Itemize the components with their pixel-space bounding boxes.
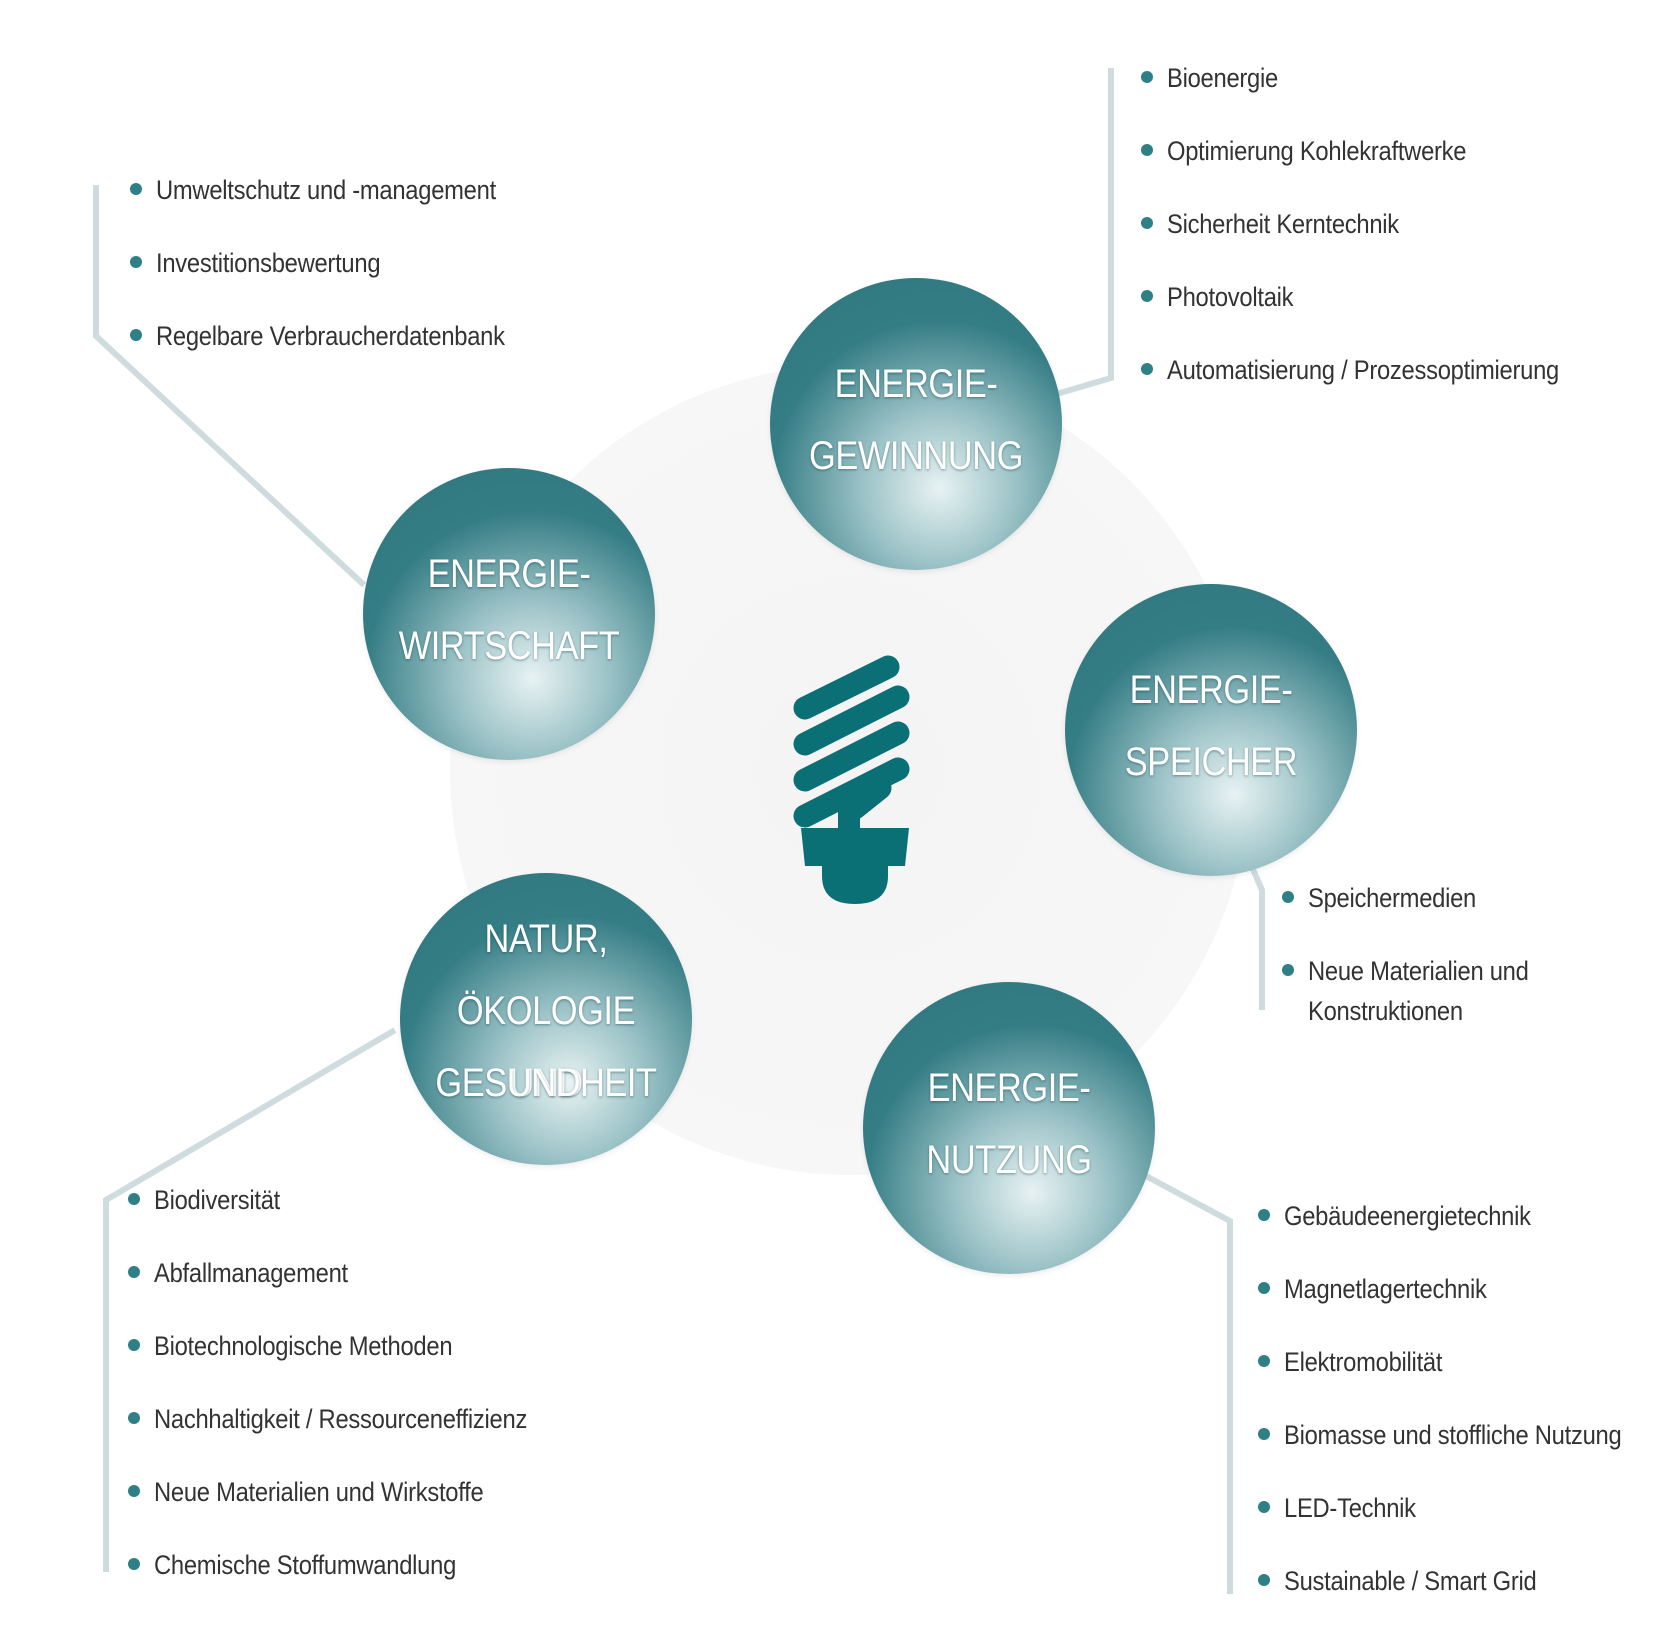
list-item-text: Biomasse und stoffliche Nutzung (1284, 1420, 1622, 1450)
list-item-text: Magnetlagertechnik (1284, 1274, 1487, 1304)
node-label-line: ENERGIE- (834, 362, 998, 406)
bullet-icon (1258, 1282, 1270, 1294)
node-label-line: ENERGIE- (927, 1066, 1091, 1110)
list-item: Biodiversität (128, 1180, 578, 1253)
node-label-line: NUTZUNG (926, 1138, 1092, 1182)
node-label-line: GEWINNUNG (808, 434, 1023, 478)
node-label-line: ENERGIE- (427, 552, 591, 596)
list-item: Magnetlagertechnik (1258, 1269, 1667, 1342)
list-item: Investitionsbewertung (130, 243, 552, 316)
list-item: LED-Technik (1258, 1488, 1667, 1561)
connector-energiespeicher (1245, 856, 1265, 1010)
list-item: Sustainable / Smart Grid (1258, 1561, 1667, 1634)
list-item: Photovoltaik (1141, 277, 1612, 350)
bullet-icon (1141, 144, 1153, 156)
list-item-text: Bioenergie (1167, 63, 1278, 93)
bullet-icon (1141, 217, 1153, 229)
list-item-text: Elektromobilität (1284, 1347, 1443, 1377)
list-item: Optimierung Kohlekraftwerke (1141, 131, 1612, 204)
list-item: Elektromobilität (1258, 1342, 1667, 1415)
list-item-text: Abfallmanagement (154, 1258, 348, 1288)
list-item-text: Sicherheit Kerntechnik (1167, 209, 1399, 239)
list-item-text: Umweltschutz und -management (156, 175, 496, 205)
list-item: Umweltschutz und -management (130, 170, 552, 243)
bullet-icon (1258, 1574, 1270, 1586)
list-item: Gebäudeenergietechnik (1258, 1196, 1667, 1269)
bullet-icon (128, 1193, 140, 1205)
list-item: Biotechnologische Methoden (128, 1326, 578, 1399)
bullet-icon (1258, 1209, 1270, 1221)
node-natur-oekologie-gesundheit: NATUR, ÖKOLOGIE UND GESUNDHEIT (400, 873, 692, 1165)
node-label-line: ÖKOLOGIE UND (456, 989, 636, 1105)
list-item-text: Neue Materialien und Wirkstoffe (154, 1477, 484, 1507)
list-item: Biomasse und stoffliche Nutzung (1258, 1415, 1667, 1488)
list-item: Neue Materialien und Wirkstoffe (128, 1472, 578, 1545)
node-energiewirtschaft: ENERGIE- WIRTSCHAFT (363, 468, 655, 760)
node-label-line: GESUNDHEIT (435, 1061, 657, 1105)
bullet-icon (130, 256, 142, 268)
list-item: Bioenergie (1141, 58, 1612, 131)
node-label-line: NATUR, (484, 917, 608, 961)
list-item-text: Investitionsbewertung (156, 248, 381, 278)
node-label-line: WIRTSCHAFT (398, 624, 620, 668)
list-item-text: Chemische Stoffumwandlung (154, 1550, 457, 1580)
node-energienutzung: ENERGIE- NUTZUNG (863, 982, 1155, 1274)
bullet-icon (130, 183, 142, 195)
list-item-text: Neue Materialien und Konstruktionen (1308, 956, 1529, 1026)
bullet-icon (128, 1485, 140, 1497)
bullet-icon (1141, 290, 1153, 302)
list-item-text: LED-Technik (1284, 1493, 1416, 1523)
list-item-text: Optimierung Kohlekraftwerke (1167, 136, 1467, 166)
list-item: Chemische Stoffumwandlung (128, 1545, 578, 1618)
list-item-text: Sustainable / Smart Grid (1284, 1566, 1537, 1596)
connector-energienutzung (1144, 1173, 1233, 1594)
bullet-icon (130, 329, 142, 341)
bullet-icon (1282, 891, 1294, 903)
list-item-text: Automatisierung / Prozessoptimierung (1167, 355, 1559, 385)
list-item: Neue Materialien und Konstruktionen (1282, 951, 1578, 1031)
bullet-icon (1258, 1428, 1270, 1440)
bullet-icon (128, 1266, 140, 1278)
list-item: Abfallmanagement (128, 1253, 578, 1326)
bullet-icon (1258, 1355, 1270, 1367)
connector-natur (103, 1027, 397, 1572)
node-label-line: ENERGIE- (1129, 668, 1293, 712)
connector-energiegewinnung (1052, 68, 1114, 398)
bullet-icon (1141, 71, 1153, 83)
bullet-icon (1141, 363, 1153, 375)
bullet-icon (128, 1558, 140, 1570)
list-natur-oekologie-gesundheit: Biodiversität Abfallmanagement Biotechno… (128, 1180, 578, 1618)
list-item: Automatisierung / Prozessoptimierung (1141, 350, 1612, 423)
lightbulb-icon (793, 655, 910, 904)
bullet-icon (128, 1339, 140, 1351)
list-energiewirtschaft: Umweltschutz und -management Investition… (130, 170, 552, 389)
list-item-text: Photovoltaik (1167, 282, 1294, 312)
list-item: Nachhaltigkeit / Ressourceneffizienz (128, 1399, 578, 1472)
bullet-icon (1282, 964, 1294, 976)
list-energiespeicher: Speichermedien Neue Materialien und Kons… (1282, 878, 1578, 1031)
list-item-text: Speichermedien (1308, 883, 1477, 913)
list-item-text: Nachhaltigkeit / Ressourceneffizienz (154, 1404, 528, 1434)
list-item-text: Gebäudeenergietechnik (1284, 1201, 1531, 1231)
list-item-text: Biotechnologische Methoden (154, 1331, 453, 1361)
connector-energiewirtschaft (93, 185, 367, 588)
node-energiespeicher: ENERGIE- SPEICHER (1065, 584, 1357, 876)
node-label-line: SPEICHER (1124, 740, 1298, 784)
list-item-text: Regelbare Verbraucherdatenbank (156, 321, 505, 351)
list-item: Speichermedien (1282, 878, 1578, 951)
list-item-text: Biodiversität (154, 1185, 280, 1215)
bullet-icon (128, 1412, 140, 1424)
bullet-icon (1258, 1501, 1270, 1513)
list-energiegewinnung: Bioenergie Optimierung Kohlekraftwerke S… (1141, 58, 1612, 423)
list-item: Regelbare Verbraucherdatenbank (130, 316, 552, 389)
list-energienutzung: Gebäudeenergietechnik Magnetlagertechnik… (1258, 1196, 1667, 1634)
node-energiegewinnung: ENERGIE- GEWINNUNG (770, 278, 1062, 570)
connector-lines (93, 68, 1265, 1594)
list-item: Sicherheit Kerntechnik (1141, 204, 1612, 277)
